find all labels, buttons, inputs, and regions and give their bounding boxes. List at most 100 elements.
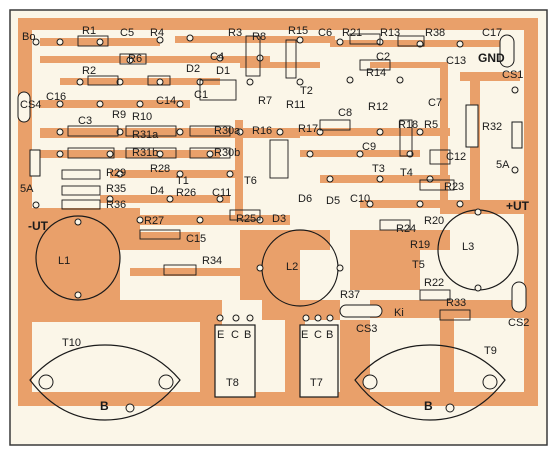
- label-c17: C17: [482, 27, 502, 39]
- component-labels: Bo R1 C5 R4 R3 R8 R15 C6 R21 R13 R38 C17…: [20, 25, 530, 413]
- label-r27: R27: [144, 215, 164, 227]
- label-d1: D1: [216, 65, 230, 77]
- transistor-t7-outline: [299, 324, 339, 398]
- label-t3: T3: [372, 163, 385, 175]
- solder-pads: [32, 34, 519, 413]
- label-r19: R19: [410, 239, 430, 251]
- label-fuse-left: 5A: [20, 183, 34, 195]
- label-t7: T7: [310, 377, 323, 389]
- slot-cs1: [499, 34, 515, 68]
- label-c15: C15: [186, 233, 206, 245]
- label-r29: R29: [106, 167, 126, 179]
- fuse-left: [29, 149, 41, 177]
- copper-traces: [18, 18, 538, 406]
- label-r4: R4: [150, 27, 164, 39]
- label-l3: L3: [462, 241, 474, 253]
- label-d6: D6: [298, 193, 312, 205]
- label-cs4: CS4: [20, 99, 41, 111]
- label-r31b: R31b: [132, 147, 158, 159]
- label-r32: R32: [482, 121, 502, 133]
- label-minus-ut: -UT: [28, 219, 49, 233]
- label-c9: C9: [362, 141, 376, 153]
- label-r15: R15: [288, 25, 308, 37]
- label-r33: R33: [446, 297, 466, 309]
- label-r37: R37: [340, 289, 360, 301]
- slot-cs2: [511, 281, 527, 313]
- transistor-t8-outline: [214, 324, 256, 398]
- label-l2: L2: [286, 261, 298, 273]
- label-r26: R26: [176, 187, 196, 199]
- label-t6: T6: [244, 175, 257, 187]
- label-plus-ut: +UT: [506, 199, 530, 213]
- label-r16: R16: [252, 125, 272, 137]
- slot-cs3: [339, 304, 383, 318]
- label-pin-c1: C: [231, 329, 239, 341]
- label-r3: R3: [228, 27, 242, 39]
- label-r22: R22: [424, 277, 444, 289]
- label-t8: T8: [226, 377, 239, 389]
- label-c10: C10: [350, 193, 370, 205]
- label-r7: R7: [258, 95, 272, 107]
- label-cs3: CS3: [356, 323, 377, 335]
- label-c8: C8: [338, 107, 352, 119]
- component-outlines: [61, 33, 471, 321]
- label-d2: D2: [186, 63, 200, 75]
- label-t9: T9: [484, 345, 497, 357]
- slot-cs4: [17, 91, 31, 123]
- label-c11: C11: [212, 187, 231, 199]
- label-r13: R13: [380, 27, 400, 39]
- label-r30a: R30a: [214, 125, 241, 137]
- label-t1: T1: [176, 175, 189, 187]
- label-r5: R5: [424, 119, 438, 131]
- label-r2: R2: [82, 65, 96, 77]
- label-ki: Ki: [394, 307, 404, 319]
- label-d3: D3: [272, 213, 286, 225]
- label-r23: R23: [444, 181, 464, 193]
- label-pin-e1: E: [217, 329, 224, 341]
- label-b-left: B: [100, 399, 109, 413]
- label-bo: Bo: [22, 31, 35, 43]
- label-r17: R17: [298, 123, 318, 135]
- label-r28: R28: [150, 163, 170, 175]
- label-c1: C1: [194, 89, 208, 101]
- label-r31a: R31a: [132, 129, 159, 141]
- label-c6: C6: [318, 27, 332, 39]
- inductor-l1: [35, 215, 121, 301]
- label-pin-b1: B: [244, 329, 251, 341]
- label-t5: T5: [412, 259, 425, 271]
- label-c2: C2: [376, 51, 390, 63]
- label-cs2: CS2: [508, 317, 529, 329]
- label-r10: R10: [132, 111, 152, 123]
- power-devices: [17, 34, 527, 421]
- label-t4: T4: [400, 167, 413, 179]
- label-d4: D4: [150, 185, 164, 197]
- label-r30b: R30b: [214, 147, 240, 159]
- transistor-t9-outline: [354, 344, 506, 421]
- label-d5: D5: [326, 195, 340, 207]
- label-r21: R21: [342, 27, 362, 39]
- label-l1: L1: [58, 255, 70, 267]
- label-r1: R1: [82, 25, 96, 37]
- label-c4: C4: [210, 51, 224, 63]
- label-b-right: B: [424, 399, 433, 413]
- label-r6: R6: [128, 53, 142, 65]
- label-pin-e2: E: [301, 329, 308, 341]
- label-t10: T10: [62, 337, 81, 349]
- label-c13: C13: [446, 55, 466, 67]
- label-pin-c2: C: [314, 329, 322, 341]
- label-r35: R35: [106, 183, 126, 195]
- label-c5: C5: [120, 27, 134, 39]
- label-r18: R18: [398, 119, 418, 131]
- label-r38: R38: [425, 27, 445, 39]
- label-c7: C7: [428, 97, 442, 109]
- label-r25: R25: [236, 213, 256, 225]
- label-fuse-right: 5A: [496, 159, 510, 171]
- transistor-t10-outline: [29, 344, 181, 421]
- label-r8: R8: [252, 31, 266, 43]
- label-r12: R12: [368, 101, 388, 113]
- label-c16: C16: [46, 91, 66, 103]
- label-r36: R36: [106, 199, 126, 211]
- fuse-right: [511, 121, 523, 149]
- label-pin-b2: B: [326, 329, 333, 341]
